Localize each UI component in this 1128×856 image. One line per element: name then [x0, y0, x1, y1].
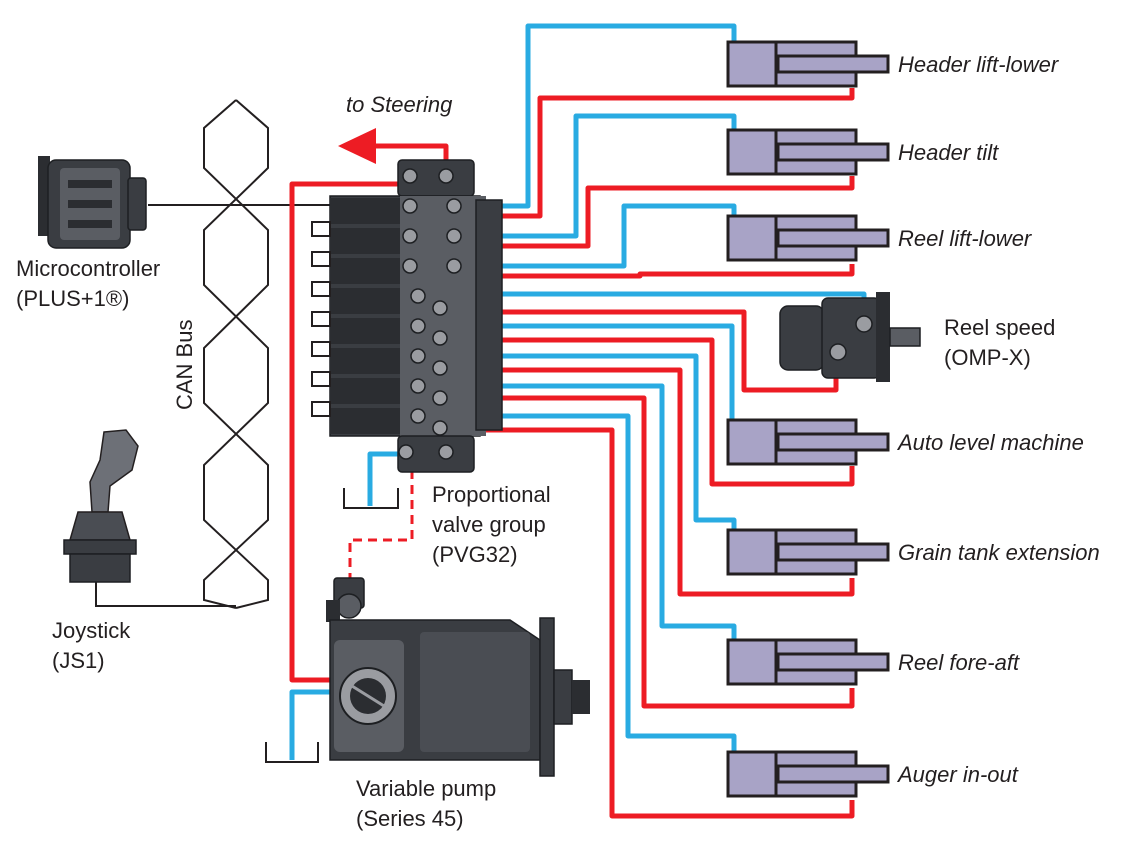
actuator-label-1: Header lift-lower	[898, 52, 1060, 77]
pump-label: Variable pump	[356, 776, 496, 801]
valve-group-label-line1: Proportional	[432, 482, 551, 507]
microcontroller-icon	[38, 156, 147, 249]
cylinder-icon-7	[726, 750, 890, 798]
pressure-lines	[289, 88, 855, 819]
can-bus-label: CAN Bus	[172, 320, 197, 410]
can-bus	[95, 99, 336, 609]
cylinder-icon-3	[726, 214, 890, 262]
cylinder-icon-6	[726, 638, 890, 686]
valve-group-label-line2: valve group	[432, 512, 546, 537]
actuator-label-4: Auto level machine	[896, 430, 1084, 455]
joystick-model: (JS1)	[52, 648, 105, 673]
reel-speed-motor-icon	[779, 292, 921, 382]
actuator-label-3: Reel lift-lower	[898, 226, 1033, 251]
cylinder-icon-1	[726, 40, 890, 88]
steering-arrow-icon	[338, 128, 376, 164]
actuator-label-5: Grain tank extension	[898, 540, 1100, 565]
variable-pump-icon	[326, 577, 590, 777]
actuator-label-7: Auger in-out	[896, 762, 1019, 787]
microcontroller-label: Microcontroller	[16, 256, 160, 281]
cylinder-icon-5	[726, 528, 890, 576]
load-sense-line	[348, 470, 414, 584]
reel-speed-model: (OMP-X)	[944, 345, 1031, 370]
joystick-label: Joystick	[52, 618, 131, 643]
cylinder-icon-4	[726, 418, 890, 466]
joystick-icon	[63, 429, 139, 583]
cylinder-icon-2	[726, 128, 890, 176]
actuator-label-6: Reel fore-aft	[898, 650, 1020, 675]
valve-group-icon	[311, 159, 503, 473]
pump-model: (Series 45)	[356, 806, 464, 831]
to-steering-label: to Steering	[346, 92, 453, 117]
pump-tank-icon	[265, 742, 319, 763]
valve-group-model: (PVG32)	[432, 542, 518, 567]
actuator-label-2: Header tilt	[898, 140, 999, 165]
valve-tank-icon	[343, 488, 399, 509]
microcontroller-model: (PLUS+1®)	[16, 286, 129, 311]
reel-speed-label: Reel speed	[944, 315, 1055, 340]
